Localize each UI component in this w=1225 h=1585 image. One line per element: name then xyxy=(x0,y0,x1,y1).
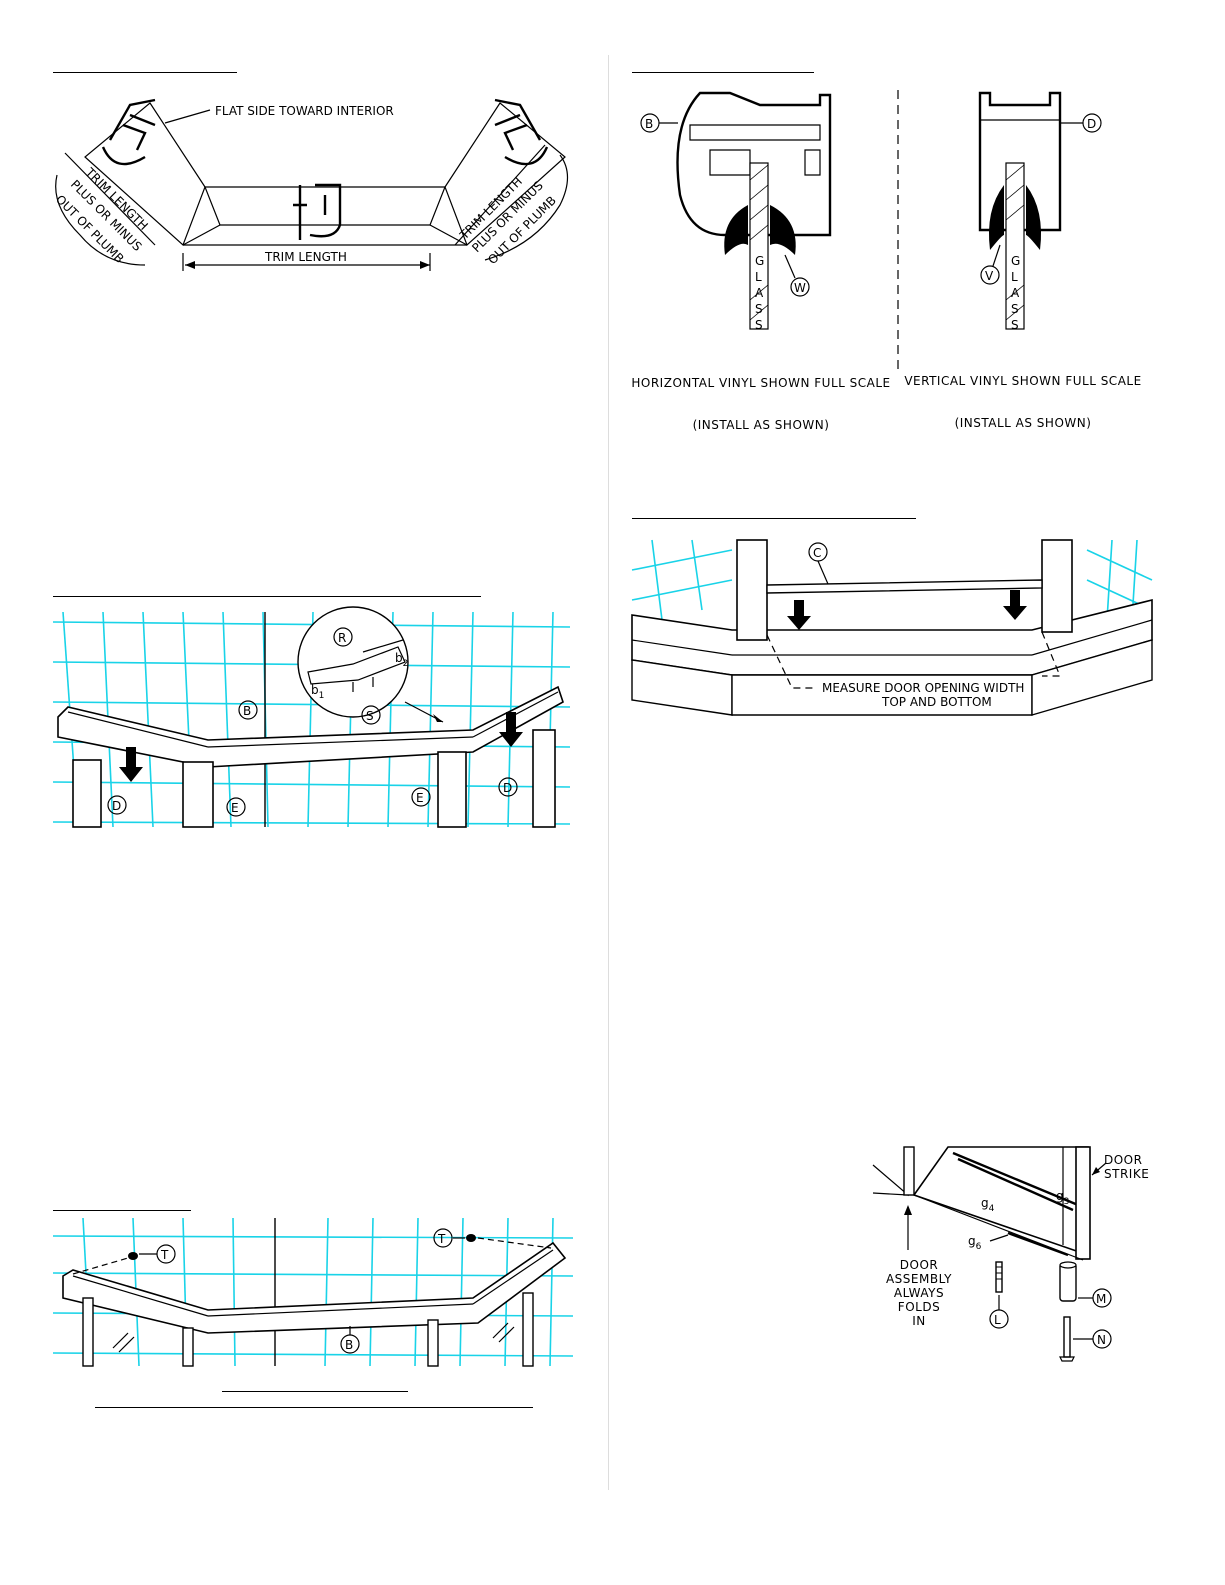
svg-text:A: A xyxy=(1011,286,1020,300)
door-opening-diagram: C MEASURE DOOR OPENING WIDTH TOP AND BOT… xyxy=(631,539,1153,716)
door-strike-label: DOOR STRIKE xyxy=(1104,1153,1150,1181)
callout-d-vinyl-label: D xyxy=(1087,117,1096,131)
svg-text:S: S xyxy=(755,318,763,332)
callout-v-label: V xyxy=(985,269,994,283)
b1-label: b1 xyxy=(311,683,324,701)
callout-d-right xyxy=(498,777,518,797)
section-rule-header-screws xyxy=(53,1210,191,1211)
svg-text:G: G xyxy=(755,254,764,268)
vertical-caption-line1: VERTICAL VINYL SHOWN FULL SCALE xyxy=(904,374,1142,388)
callout-w-label: W xyxy=(794,281,806,295)
section-rule-vinyl xyxy=(632,72,814,73)
trim-length-diagram: FLAT SIDE TOWARD INTERIOR TRIM LENGTH TR… xyxy=(53,98,569,271)
callout-n xyxy=(1092,1329,1112,1349)
g3-label: g3 xyxy=(1056,1189,1069,1207)
callout-e-right-label: E xyxy=(416,791,424,805)
horizontal-vinyl-caption: HORIZONTAL VINYL SHOWN FULL SCALE (INSTA… xyxy=(630,348,892,446)
callout-d-right-label: D xyxy=(503,781,512,795)
callout-r-label: R xyxy=(338,631,346,645)
folds-in-label: DOOR ASSEMBLY ALWAYS FOLDS IN xyxy=(885,1258,953,1328)
callout-d-left-label: D xyxy=(112,799,121,813)
svg-text:G: G xyxy=(1011,254,1020,268)
callout-s-label: S xyxy=(366,709,374,723)
column-divider xyxy=(608,55,609,1490)
section-rule-header-install xyxy=(53,596,481,597)
callout-e-right xyxy=(411,787,431,807)
callout-n-label: N xyxy=(1097,1333,1106,1347)
g6-label: g6 xyxy=(968,1234,982,1252)
svg-text:A: A xyxy=(755,286,764,300)
callout-w xyxy=(790,277,810,297)
g4-label: g4 xyxy=(981,1196,995,1214)
glass-vertical xyxy=(1005,162,1025,330)
door-assembly-diagram: g4 g3 g6 L M N xyxy=(872,1146,1112,1362)
callout-t-right xyxy=(433,1228,453,1248)
callout-t-left xyxy=(156,1244,176,1264)
horizontal-caption-line2: (INSTALL AS SHOWN) xyxy=(692,418,830,432)
trim-length-bottom-label: TRIM LENGTH xyxy=(264,250,347,264)
callout-v xyxy=(980,265,1000,285)
measure-label-line2: TOP AND BOTTOM xyxy=(881,695,992,709)
svg-text:S: S xyxy=(755,302,763,316)
callout-d-left xyxy=(107,795,127,815)
callout-t-right-label: T xyxy=(437,1232,446,1246)
section-rule-door-opening xyxy=(632,518,916,519)
footer-rule-long xyxy=(95,1407,533,1408)
section-rule-trim xyxy=(53,72,237,73)
header-install-diagram: b1 b2 R S B D E E D xyxy=(52,606,571,828)
svg-text:S: S xyxy=(1011,318,1019,332)
callout-b-header xyxy=(238,700,258,720)
svg-text:L: L xyxy=(1011,270,1018,284)
glass-label-horizontal: G L A S S xyxy=(755,254,764,332)
callout-s xyxy=(361,705,381,725)
footer-rule-short xyxy=(222,1391,408,1392)
callout-e-left-label: E xyxy=(231,801,239,815)
callout-t-left-label: T xyxy=(160,1248,169,1262)
bracket-inset xyxy=(297,606,409,718)
callout-b-vinyl-label: B xyxy=(645,117,653,131)
callout-m xyxy=(1092,1288,1112,1308)
vinyl-profile-diagram: B W G L A S S D V G L A S S xyxy=(640,90,1102,375)
callout-b-screws-label: B xyxy=(345,1338,353,1352)
flat-side-label: FLAT SIDE TOWARD INTERIOR xyxy=(215,104,394,118)
callout-l-label: L xyxy=(994,1313,1001,1327)
glass-label-vertical: G L A S S xyxy=(1011,254,1020,332)
horizontal-caption-line1: HORIZONTAL VINYL SHOWN FULL SCALE xyxy=(631,376,891,390)
svg-text:L: L xyxy=(755,270,762,284)
glass-horizontal xyxy=(749,162,769,330)
b2-label: b2 xyxy=(395,651,408,669)
vertical-caption-line2: (INSTALL AS SHOWN) xyxy=(954,416,1092,430)
svg-text:S: S xyxy=(1011,302,1019,316)
vertical-vinyl-caption: VERTICAL VINYL SHOWN FULL SCALE (INSTALL… xyxy=(902,346,1144,444)
callout-c-label: C xyxy=(813,546,821,560)
header-screws-diagram: T T B xyxy=(52,1217,574,1367)
tile-grid-door-opening xyxy=(631,539,1153,621)
callout-m-label: M xyxy=(1096,1292,1106,1306)
measure-label-line1: MEASURE DOOR OPENING WIDTH xyxy=(822,681,1024,695)
callout-e-left xyxy=(226,797,246,817)
callout-b-header-label: B xyxy=(243,704,251,718)
callout-r xyxy=(333,627,353,647)
